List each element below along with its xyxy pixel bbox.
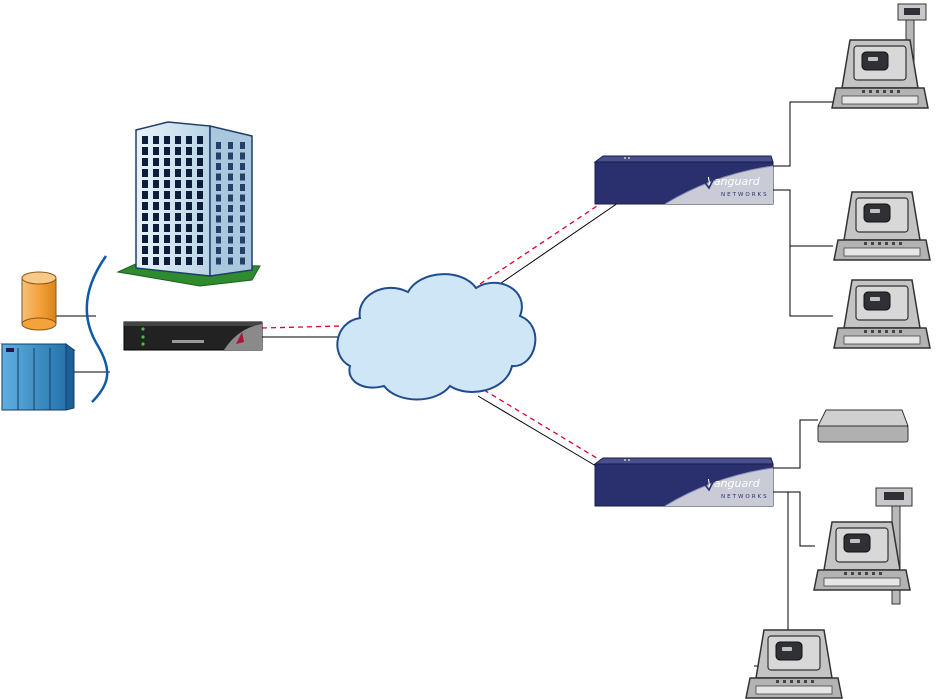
modem-device <box>818 410 908 442</box>
terminal-with-scanner-bottom <box>814 488 912 604</box>
router-bottom-sub: NETWORKS <box>721 494 769 500</box>
network-cloud <box>337 274 535 399</box>
terminal-with-scanner-top <box>832 4 928 108</box>
vanguard-router-top: Vanguard NETWORKS <box>595 156 773 204</box>
office-building <box>118 122 260 286</box>
host-router <box>124 322 262 350</box>
terminal-top-middle <box>834 192 930 260</box>
vanguard-router-bottom: Vanguard NETWORKS <box>595 458 773 506</box>
server-rack-icon <box>2 344 74 410</box>
router-top-sub: NETWORKS <box>721 192 769 198</box>
lan-bracket <box>87 256 107 402</box>
terminal-top-lower <box>834 280 930 348</box>
terminal-bottom-lower <box>746 630 842 698</box>
database-icon <box>22 272 56 330</box>
